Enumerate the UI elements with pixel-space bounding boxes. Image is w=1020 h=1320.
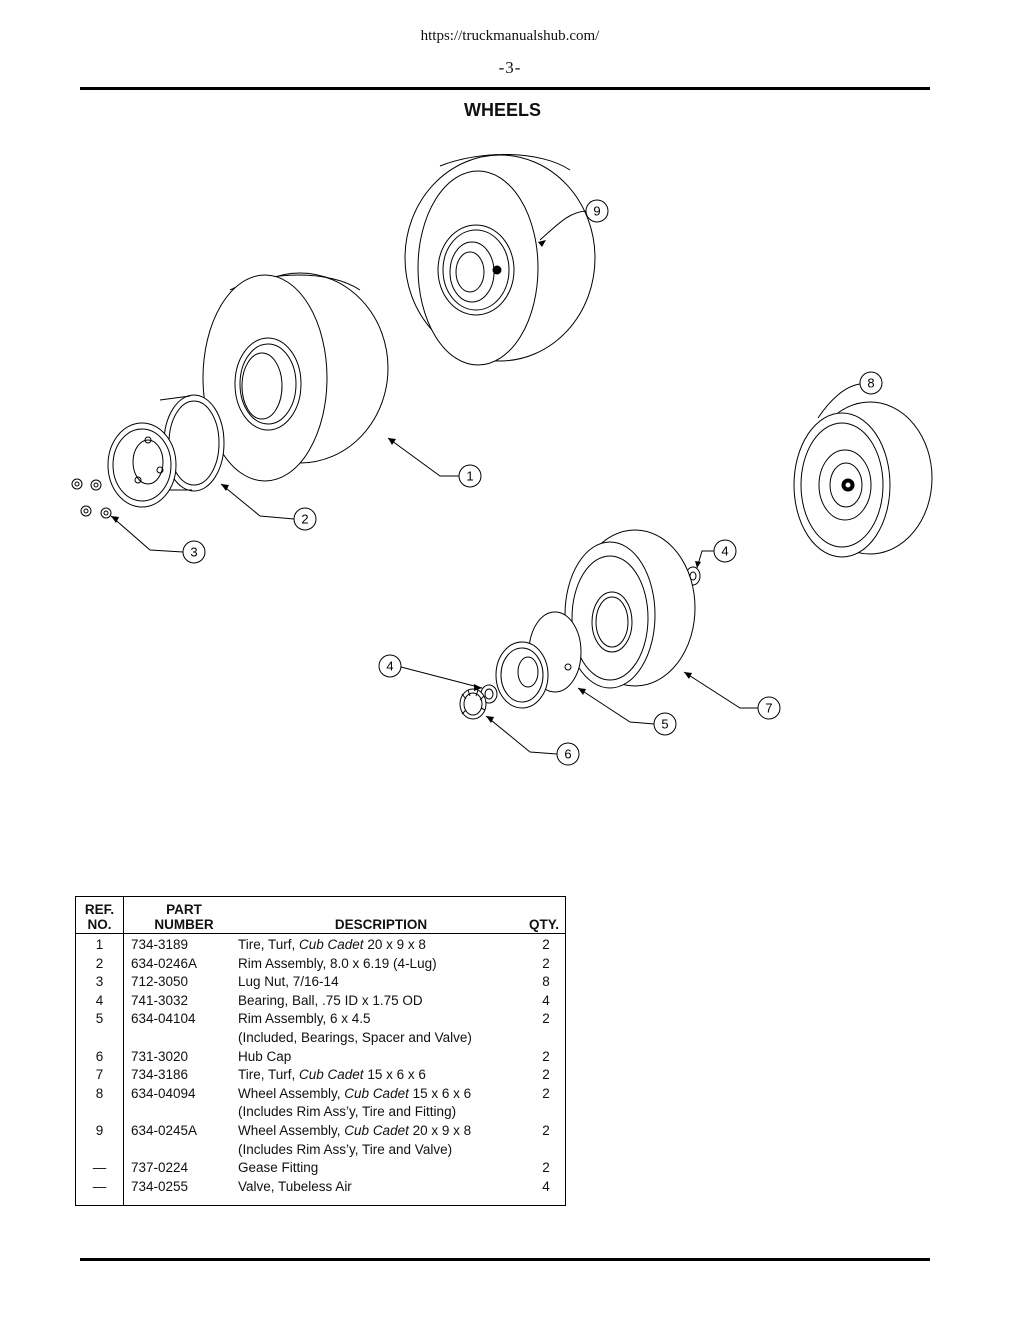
wheel-assembly-9 <box>404 154 596 366</box>
callout-4-upper: 4 <box>713 539 737 563</box>
header-description: DESCRIPTION <box>334 917 428 932</box>
cell-qty: 2 <box>542 1160 550 1176</box>
page-title: WHEELS <box>463 100 541 120</box>
page-number: -3- <box>498 58 522 77</box>
table-row: 2 634-0246A 2 Rim Assembly, 8.0 x 6.19 (4-L… <box>76 955 565 974</box>
table-row: 3 712-3050 8 Lug Nut, 7/16-14 <box>76 973 565 992</box>
cell-qty: 2 <box>542 937 550 952</box>
cell-description-note: (Includes Rim Ass’y, Tire and Fitting) <box>238 1104 457 1120</box>
callout-5: 5 <box>653 712 677 736</box>
callout-3: 3 <box>182 540 206 564</box>
cell-description: Tire, Turf, Cub Cadet 15 x 6 x 6 <box>238 1067 426 1083</box>
rim-2 <box>107 394 225 508</box>
svg-text:2: 2 <box>301 512 308 527</box>
table-row: — 734-0255 4 Valve, Tubeless Air <box>76 1178 565 1197</box>
cell-description: Wheel Assembly, Cub Cadet 15 x 6 x 6(Inc… <box>238 1085 565 1122</box>
cell-part-number: 634-04104 <box>131 1011 196 1027</box>
svg-text:4: 4 <box>386 659 393 674</box>
cell-qty: 2 <box>542 1085 550 1101</box>
cell-ref: 7 <box>95 1067 104 1083</box>
svg-text:3: 3 <box>190 545 197 560</box>
cell-qty: 2 <box>542 1067 550 1083</box>
header-qty: QTY. <box>528 917 559 932</box>
svg-text:6: 6 <box>564 747 571 762</box>
cell-description: Gease Fitting <box>238 1160 319 1176</box>
callout-4-lower: 4 <box>378 654 402 678</box>
cell-qty: 2 <box>542 1048 550 1064</box>
cell-ref: 5 <box>95 1011 104 1027</box>
bottom-rule <box>80 1258 930 1261</box>
table-row: — 737-0224 2 Gease Fitting <box>76 1159 565 1178</box>
cell-description: Rim Assembly, 8.0 x 6.19 (4-Lug) <box>238 955 437 971</box>
cell-qty: 8 <box>542 974 550 990</box>
cell-qty: 4 <box>542 992 550 1008</box>
wheels-exploded-diagram: 9 8 1 2 3 4 4 7 5 6 <box>71 154 933 766</box>
tire-1 <box>202 272 389 482</box>
parts-table: REF. NO. PART NUMBER DESCRIPTION QTY. 1 7… <box>75 896 566 1206</box>
svg-text:9: 9 <box>593 204 600 219</box>
callout-2: 2 <box>293 507 317 531</box>
hub-cap-6 <box>459 688 487 720</box>
callout-1: 1 <box>458 464 482 488</box>
callout-8: 8 <box>859 371 883 395</box>
cell-ref: 2 <box>95 955 104 971</box>
svg-text:4: 4 <box>721 544 728 559</box>
callout-7: 7 <box>757 696 781 720</box>
cell-ref: 3 <box>95 974 104 990</box>
wheel-assembly-8 <box>793 401 933 558</box>
cell-part-number: 734-0255 <box>131 1178 189 1194</box>
cell-qty: 2 <box>542 1011 550 1027</box>
callout-6: 6 <box>556 742 580 766</box>
callout-9: 9 <box>585 199 609 223</box>
svg-text:7: 7 <box>765 701 772 716</box>
rim-5 <box>495 611 582 709</box>
cell-part-number: 731-3020 <box>131 1048 189 1064</box>
cell-description: Hub Cap <box>238 1048 292 1064</box>
svg-text:1: 1 <box>466 469 473 484</box>
tire-7 <box>564 529 696 689</box>
cell-qty: 4 <box>542 1178 550 1194</box>
cell-ref: 6 <box>95 1048 104 1064</box>
table-row: 1 734-3189 2 Tire, Turf, Cub Cadet 20 x 9 x… <box>76 936 565 955</box>
table-row: 7 734-3186 2 Tire, Turf, Cub Cadet 15 x 6 x… <box>76 1066 565 1085</box>
cell-part-number: 734-3189 <box>131 937 189 952</box>
cell-description: Tire, Turf, Cub Cadet 20 x 9 x 8 <box>238 937 426 952</box>
cell-part-number: 741-3032 <box>131 992 189 1008</box>
cell-part-number: 737-0224 <box>131 1160 189 1176</box>
header-part-number: PART NUMBER <box>154 902 214 932</box>
cell-description: Valve, Tubeless Air <box>238 1178 352 1194</box>
source-url: https://truckmanualshub.com/ <box>420 28 600 44</box>
cell-part-number: 734-3186 <box>131 1067 189 1083</box>
table-row: 4 741-3032 4 Bearing, Ball, .75 ID x 1.75 O… <box>76 992 565 1011</box>
table-row: 6 731-3020 2 Hub Cap <box>76 1048 565 1067</box>
cell-description: Wheel Assembly, Cub Cadet 20 x 9 x 8(Inc… <box>238 1122 565 1159</box>
cell-description: Bearing, Ball, .75 ID x 1.75 OD <box>238 992 423 1008</box>
cell-ref: 4 <box>95 992 104 1008</box>
cell-qty: 2 <box>542 1122 550 1138</box>
svg-text:8: 8 <box>867 376 874 391</box>
svg-text:5: 5 <box>661 717 668 732</box>
cell-ref: — <box>92 1160 107 1176</box>
cell-description-note: (Included, Bearings, Spacer and Valve) <box>238 1029 472 1045</box>
cell-qty: 2 <box>542 955 550 971</box>
cell-description: Rim Assembly, 6 x 4.5(Included, Bearings… <box>238 1010 565 1047</box>
cell-ref: 8 <box>95 1085 104 1101</box>
cell-description: Lug Nut, 7/16-14 <box>238 974 339 990</box>
top-rule <box>80 87 930 90</box>
cell-ref: 9 <box>95 1122 104 1138</box>
cell-part-number: 634-0246A <box>131 955 198 971</box>
cell-part-number: 634-0245A <box>131 1122 198 1138</box>
cell-ref: — <box>92 1178 107 1194</box>
cell-part-number: 712-3050 <box>131 974 189 990</box>
parts-table-body: 1 734-3189 2 Tire, Turf, Cub Cadet 20 x 9 x… <box>76 936 565 1196</box>
cell-part-number: 634-04094 <box>131 1085 196 1101</box>
cell-ref: 1 <box>95 937 104 952</box>
header-ref-no: REF. NO. <box>84 902 115 932</box>
lug-nuts-3 <box>71 478 112 519</box>
cell-description-note: (Includes Rim Ass’y, Tire and Valve) <box>238 1141 453 1157</box>
